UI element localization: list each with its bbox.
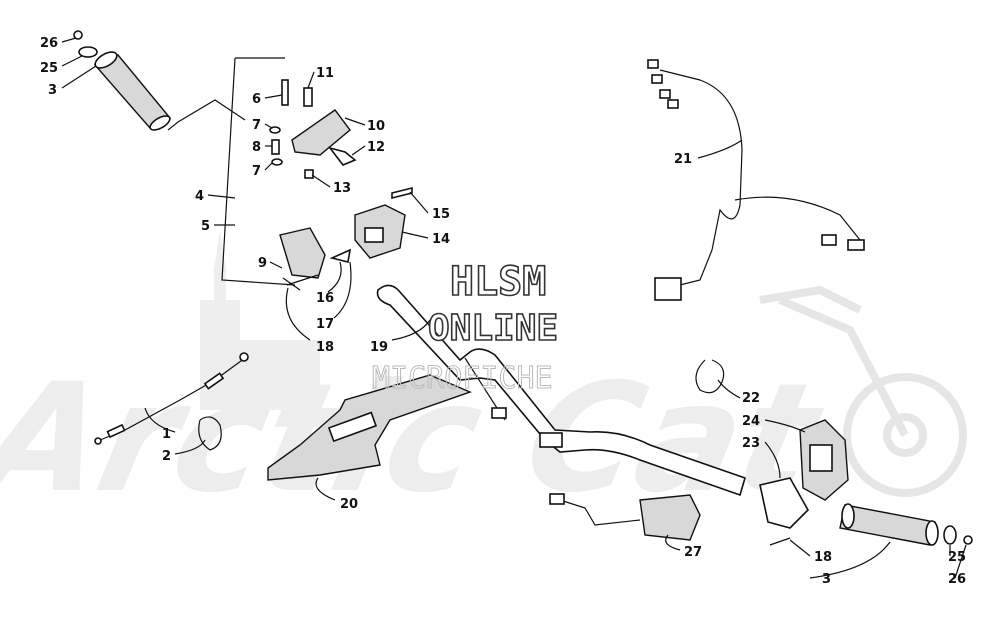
cable-clip-left[interactable] [198, 416, 222, 451]
switch-housing-left[interactable] [354, 186, 413, 259]
watermark-line2: ONLINE [428, 308, 558, 349]
throttle-cable[interactable] [94, 352, 249, 445]
callout-14[interactable]: 14 [432, 232, 450, 247]
callout-4[interactable]: 4 [195, 189, 204, 204]
watermark-line3: MICROFICHE [372, 361, 553, 396]
callout-26-right[interactable]: 26 [948, 572, 966, 587]
callout-24[interactable]: 24 [742, 414, 760, 429]
end-cap-right[interactable] [943, 525, 973, 545]
callout-25[interactable]: 25 [40, 61, 58, 76]
callout-21[interactable]: 21 [674, 152, 692, 167]
callout-27[interactable]: 27 [684, 545, 702, 560]
callout-20[interactable]: 20 [340, 497, 358, 512]
cable-clip-right[interactable] [695, 359, 725, 394]
end-cap-left[interactable] [73, 30, 98, 58]
callout-12[interactable]: 12 [367, 140, 385, 155]
callout-25-right[interactable]: 25 [948, 550, 966, 565]
callout-17[interactable]: 17 [316, 317, 334, 332]
callout-9[interactable]: 9 [258, 256, 267, 271]
callout-26[interactable]: 26 [40, 36, 58, 51]
left-grip[interactable] [93, 49, 246, 133]
callout-8[interactable]: 8 [252, 140, 261, 155]
callout-18[interactable]: 18 [316, 340, 334, 355]
handlebar[interactable] [376, 284, 746, 497]
callout-7[interactable]: 7 [252, 118, 261, 133]
wiring-harness[interactable] [647, 59, 865, 301]
callout-3[interactable]: 3 [48, 83, 57, 98]
callout-3-right[interactable]: 3 [822, 572, 831, 587]
callout-13[interactable]: 13 [333, 181, 351, 196]
callout-15[interactable]: 15 [432, 207, 450, 222]
grip-heater-wire[interactable] [549, 493, 701, 541]
right-grip[interactable] [839, 503, 939, 546]
callout-2[interactable]: 2 [162, 449, 171, 464]
callout-6[interactable]: 6 [252, 92, 261, 107]
switch-housing-right[interactable] [759, 419, 849, 546]
callout-16[interactable]: 16 [316, 291, 334, 306]
callout-22[interactable]: 22 [742, 391, 760, 406]
tower-silhouette [200, 230, 320, 410]
callout-5[interactable]: 5 [201, 219, 210, 234]
hlsm-watermark: HLSM ONLINE MICROFICHE [372, 258, 559, 396]
watermark-line1: HLSM [450, 259, 546, 305]
callout-labels: 26 25 3 6 11 7 10 8 12 7 13 4 15 5 14 9 … [40, 36, 966, 587]
callout-7[interactable]: 7 [252, 164, 261, 179]
callout-23[interactable]: 23 [742, 436, 760, 451]
callout-11[interactable]: 11 [316, 66, 334, 81]
callout-19[interactable]: 19 [370, 340, 388, 355]
motorcycle-silhouette [759, 285, 967, 497]
callout-1[interactable]: 1 [162, 427, 171, 442]
handlebar-pad[interactable] [267, 374, 472, 481]
callout-18-right[interactable]: 18 [814, 550, 832, 565]
callout-10[interactable]: 10 [367, 119, 385, 134]
throttle-assembly[interactable] [221, 57, 357, 291]
leader-lines [61, 37, 967, 579]
